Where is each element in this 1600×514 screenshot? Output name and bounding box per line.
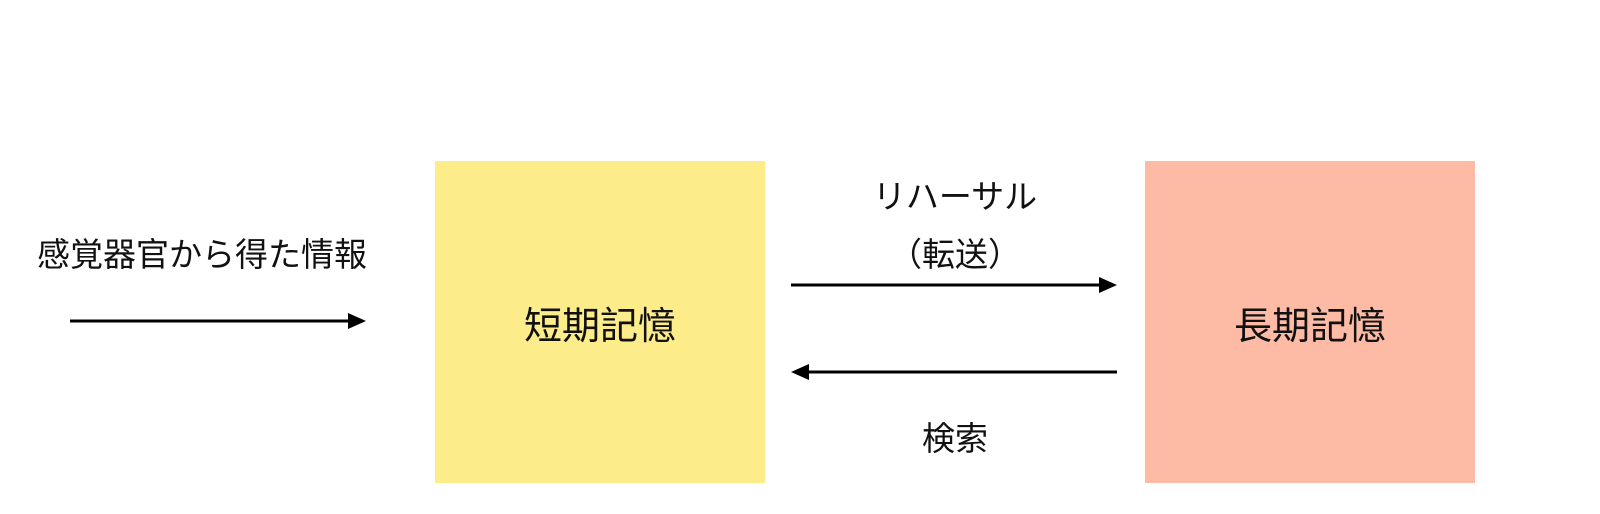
- input-arrow: [70, 313, 366, 329]
- retrieval-arrow: [791, 364, 1117, 380]
- rehearsal-arrow: [791, 277, 1117, 293]
- long-term-memory-label: 長期記憶: [1233, 303, 1386, 348]
- short-term-memory-box: 短期記憶: [435, 161, 765, 483]
- short-term-memory-label: 短期記憶: [523, 303, 676, 348]
- input-label: 感覚器官から得た情報: [37, 235, 367, 274]
- long-term-memory-box: 長期記憶: [1145, 161, 1475, 483]
- rehearsal-label: リハーサル: [872, 177, 1038, 216]
- transfer-label: （転送）: [889, 235, 1021, 274]
- retrieval-label: 検索: [922, 419, 988, 458]
